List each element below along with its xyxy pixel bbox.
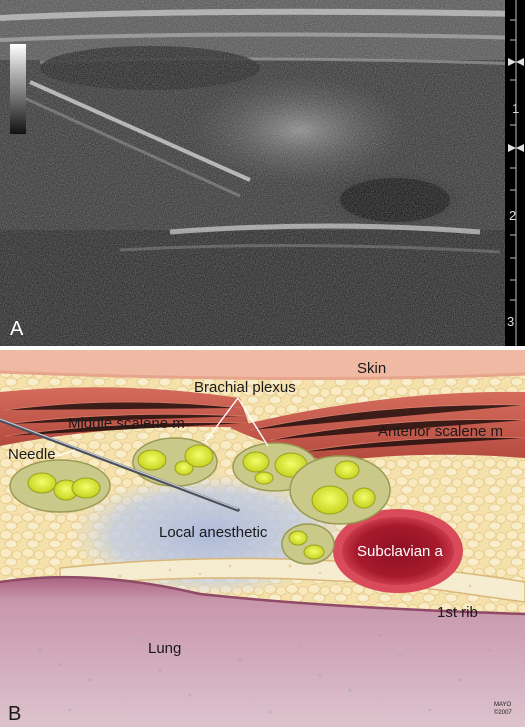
credit-mayo: MAYO [494, 702, 512, 708]
plexus-leader-2 [237, 397, 269, 447]
skin-layer [0, 350, 525, 379]
ultrasound-image: 1 2 3 A [0, 0, 525, 346]
illustration-panel: Skin Brachial plexus Middle scalene m An… [0, 350, 525, 727]
nerve-bundle [9, 459, 111, 513]
panel-b-label: B [8, 703, 21, 725]
grayscale-bar [10, 44, 26, 134]
depth-tick-3: 3 [507, 314, 514, 329]
depth-tick-2: 2 [509, 208, 516, 223]
plexus-leader-1 [204, 397, 239, 443]
label-local-anesthetic: Local anesthetic [159, 524, 268, 541]
panel-a-label: A [10, 318, 24, 340]
label-first-rib: 1st rib [437, 604, 478, 621]
credit-year: ©2007 [494, 709, 512, 716]
label-skin: Skin [357, 360, 386, 377]
anatomy-illustration: Skin Brachial plexus Middle scalene m An… [0, 350, 525, 727]
label-anterior-scalene: Anterior scalene m [378, 423, 503, 440]
brachial-plexus [9, 437, 391, 565]
label-brachial-plexus: Brachial plexus [194, 379, 296, 396]
nerve-bundle [132, 437, 218, 487]
nerve-bundle [289, 455, 391, 525]
label-lung: Lung [148, 640, 181, 657]
focus-marker [508, 58, 524, 152]
label-middle-scalene: Middle scalene m [68, 415, 185, 432]
ultrasound-panel: 1 2 3 A [0, 0, 525, 346]
label-needle: Needle [8, 446, 56, 463]
label-subclavian: Subclavian a [357, 543, 444, 560]
needle-leader [57, 449, 76, 457]
depth-tick-1: 1 [512, 101, 519, 116]
needle [0, 418, 240, 512]
lung [0, 577, 525, 727]
nerve-bundle [281, 523, 335, 565]
